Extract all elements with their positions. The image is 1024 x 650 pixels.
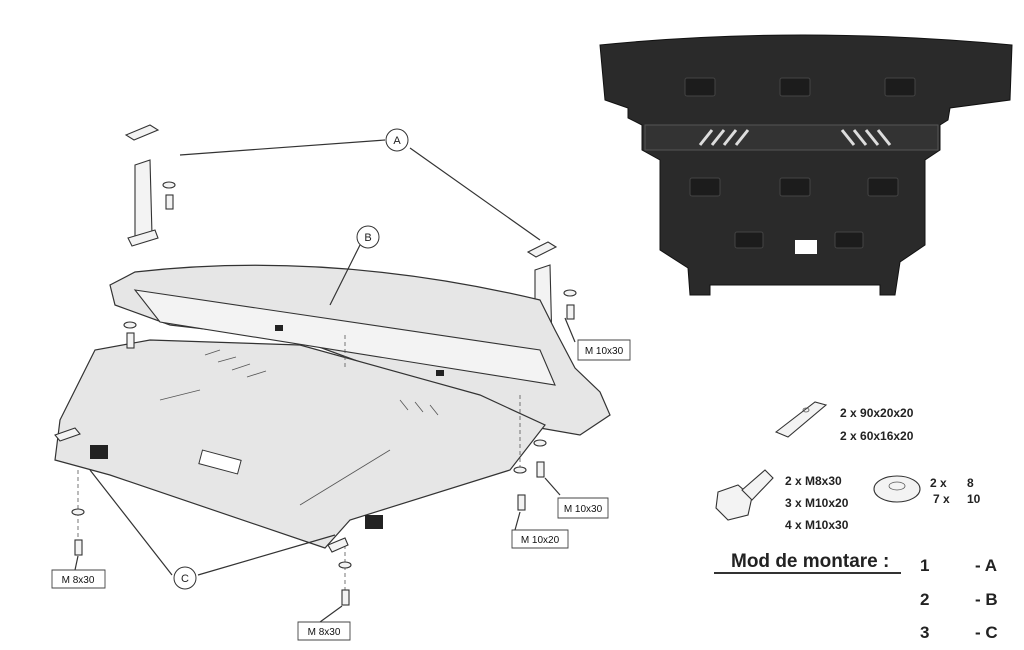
parts-bolts-1: 3 x M10x20 xyxy=(785,496,849,510)
labels-a: A xyxy=(393,135,401,147)
labels-c: C xyxy=(181,573,189,585)
callout-m8x30-left: M 8x30 xyxy=(51,569,106,589)
mounting-steps-1-label: - B xyxy=(975,590,998,609)
callout-m10x20: M 10x20 xyxy=(511,529,569,549)
callout-m10x30-top: M 10x30 xyxy=(577,339,631,361)
bracket-plate-icon xyxy=(774,401,828,438)
bolt-icon xyxy=(715,469,774,521)
callout-m10x30-bottom: M 10x30 xyxy=(557,497,609,519)
callouts-0: M 10x30 xyxy=(585,346,624,357)
fasteners xyxy=(54,321,547,606)
parts-brackets-0: 2 x 90x20x20 xyxy=(840,406,914,420)
labels-b: B xyxy=(364,232,371,244)
mounting-steps-0-num: 1 xyxy=(920,556,929,575)
mounting-steps-2-label: - C xyxy=(975,623,998,642)
skid-plate-drawing xyxy=(54,264,611,590)
parts-washers-0-qty: 2 x xyxy=(930,476,947,490)
mounting-steps-0-label: - A xyxy=(975,556,997,575)
mounting-title: Mod de montare : xyxy=(731,551,889,572)
label-b: B xyxy=(356,225,380,249)
parts-washers-0-size: 8 xyxy=(967,476,974,490)
parts-washers-1-qty: 7 x xyxy=(933,492,950,506)
callouts-2: M 10x20 xyxy=(521,535,560,546)
washer-icon xyxy=(873,475,921,503)
callouts-4: M 8x30 xyxy=(308,627,341,638)
parts-legend: 2 x 90x20x20 2 x 60x16x20 2 x M8x30 3 x … xyxy=(715,401,981,532)
mounting-order: Mod de montare : 1 - A 2 - B 3 - C xyxy=(714,551,998,642)
callouts-1: M 10x30 xyxy=(564,504,603,515)
label-a: A xyxy=(385,128,409,152)
skid-plate-photo xyxy=(599,34,1013,296)
parts-washers-1-size: 10 xyxy=(967,492,981,506)
parts-bolts-2: 4 x M10x30 xyxy=(785,518,849,532)
parts-brackets-1: 2 x 60x16x20 xyxy=(840,429,914,443)
callout-m8x30-bottom: M 8x30 xyxy=(297,621,351,641)
parts-bolts-0: 2 x M8x30 xyxy=(785,474,842,488)
mounting-steps-1-num: 2 xyxy=(920,590,929,609)
bracket-a-left xyxy=(124,124,176,247)
callouts-3: M 8x30 xyxy=(62,575,95,586)
mounting-steps-2-num: 3 xyxy=(920,623,929,642)
label-c: C xyxy=(173,566,197,590)
